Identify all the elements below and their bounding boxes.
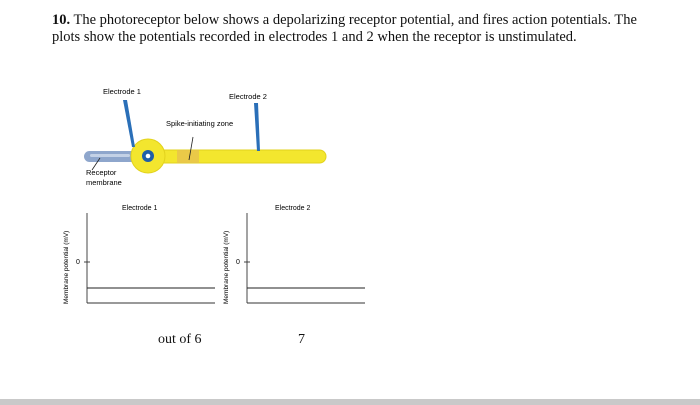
receptor-membrane-highlight	[90, 154, 130, 157]
plot-1-zero-label: 0	[76, 259, 80, 266]
plot-2-ylabel: Membrane potential (mV)	[223, 231, 230, 304]
electrode-2	[254, 103, 260, 151]
electrode-1	[123, 100, 135, 147]
receptor-label-line1: Receptor	[86, 168, 117, 177]
electrode-1-label: Electrode 1	[103, 87, 141, 96]
electrode-2-label: Electrode 2	[229, 92, 267, 101]
spike-initiating-zone	[177, 150, 199, 163]
bottom-scrollbar[interactable]	[0, 399, 700, 405]
question-text: 10. The photoreceptor below shows a depo…	[52, 12, 652, 46]
plot-2-title: Electrode 2	[275, 205, 311, 212]
nucleus-highlight	[145, 153, 151, 159]
page-number: 7	[298, 332, 305, 347]
plot-1-ylabel: Membrane potential (mV)	[63, 231, 70, 304]
plot-1-title: Electrode 1	[122, 205, 158, 212]
spike-zone-pointer	[188, 136, 194, 161]
plot-electrode-2: Electrode 2 Membrane potential (mV) 0	[223, 205, 365, 304]
photoreceptor-diagram: Electrode 1 Electrode 2 Spike-initiating…	[84, 87, 327, 187]
question-number: 10.	[52, 12, 71, 28]
question-body: The photoreceptor below shows a depolari…	[52, 12, 637, 45]
spike-zone-label: Spike-initiating zone	[166, 119, 233, 128]
plot-electrode-1: Electrode 1 Membrane potential (mV) 0	[63, 205, 215, 304]
receptor-label-line2: membrane	[86, 178, 122, 187]
plot-2-zero-label: 0	[236, 259, 240, 266]
receptor-pointer	[91, 157, 101, 171]
score-text: out of 6	[158, 332, 202, 347]
